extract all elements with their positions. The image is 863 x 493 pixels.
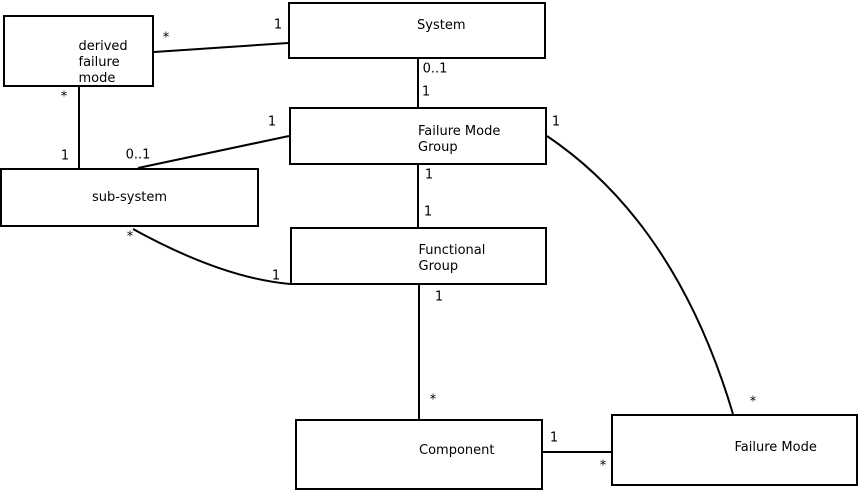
multiplicity-label: 0..1 — [125, 147, 151, 163]
node-component: Component — [295, 419, 543, 490]
node-derived-failure-mode-label: derived failure mode — [78, 39, 128, 86]
multiplicity-label: * — [429, 392, 437, 408]
multiplicity-label: * — [599, 458, 607, 474]
multiplicity-label: * — [60, 89, 68, 105]
edge-derived-failure-mode-system-line — [153, 42, 289, 53]
node-sub-system-label: sub-system — [92, 190, 167, 205]
multiplicity-label: 1 — [549, 430, 559, 446]
multiplicity-label: 0..1 — [422, 61, 448, 77]
edge-sub-system-failure-mode-group-line — [137, 135, 290, 169]
node-system-label: System — [417, 18, 466, 33]
edge-failure-mode-group-failure-mode-line — [546, 135, 734, 415]
node-system: System — [288, 2, 546, 59]
multiplicity-label: 1 — [267, 114, 277, 130]
edge-sub-system-functional-group-line — [132, 228, 291, 285]
multiplicity-label: 1 — [423, 204, 433, 220]
multiplicity-label: * — [126, 229, 134, 245]
multiplicity-label: * — [162, 30, 170, 46]
node-failure-mode-group-label: Failure Mode Group — [418, 124, 501, 155]
multiplicity-label: 1 — [551, 114, 561, 130]
node-component-label: Component — [419, 443, 495, 458]
node-failure-mode-label: Failure Mode — [734, 440, 817, 455]
node-failure-mode-group: Failure Mode Group — [289, 107, 547, 165]
multiplicity-label: 1 — [60, 148, 70, 164]
node-sub-system: sub-system — [0, 168, 259, 227]
node-functional-group-label: Functional Group — [418, 243, 486, 274]
multiplicity-label: 1 — [434, 289, 444, 305]
multiplicity-label: * — [749, 394, 757, 410]
node-failure-mode: Failure Mode — [611, 414, 858, 486]
multiplicity-label: 1 — [421, 84, 431, 100]
node-derived-failure-mode: derived failure mode — [3, 15, 154, 87]
multiplicity-label: 1 — [424, 167, 434, 183]
multiplicity-label: 1 — [273, 17, 283, 33]
node-functional-group: Functional Group — [290, 227, 547, 285]
multiplicity-label: 1 — [271, 268, 281, 284]
